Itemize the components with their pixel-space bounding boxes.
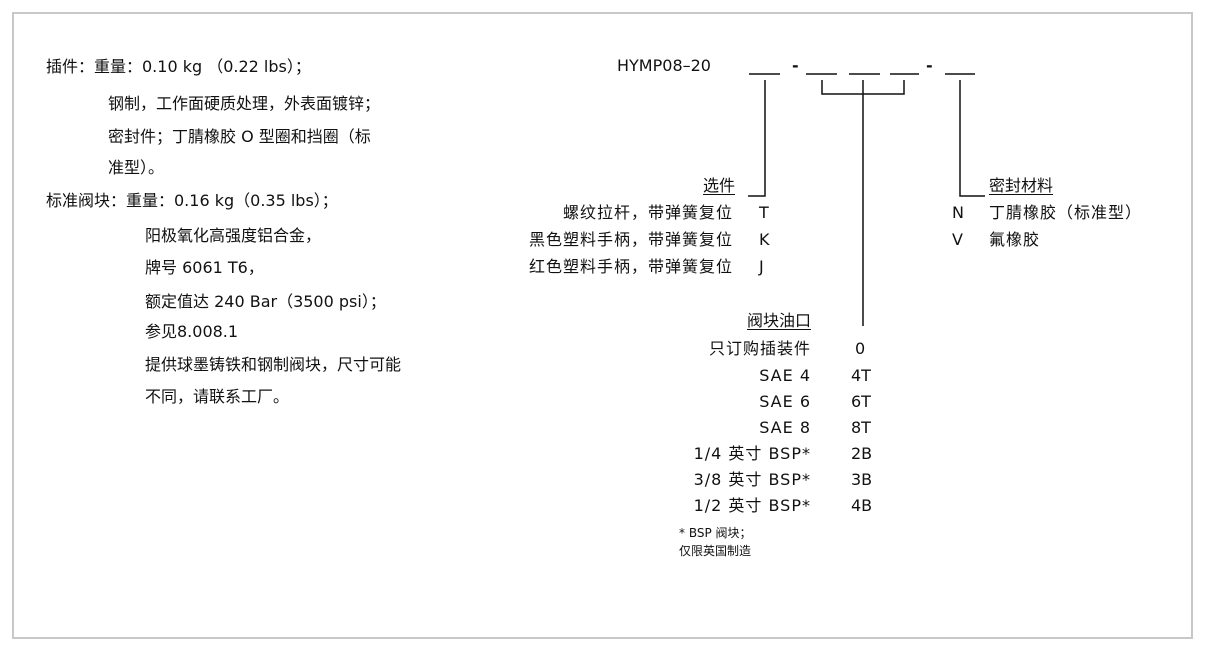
- option-code-j: J: [759, 257, 764, 276]
- seal-code-v: V: [952, 230, 963, 249]
- port-label-8t: SAE 8: [759, 418, 811, 437]
- port-code-3b: 3B: [851, 470, 873, 489]
- page-frame: [12, 12, 1193, 639]
- port-label-2b: 1/4 英寸 BSP*: [693, 444, 811, 463]
- block-spec-line6: 提供球墨铸铁和钢制阀块，尺寸可能: [145, 355, 402, 374]
- block-spec-line1: 标准阀块：重量：0.16 kg（0.35 lbs）；: [46, 191, 338, 210]
- ports-header: 阀块油口: [746, 311, 811, 330]
- port-code-6t: 6T: [851, 392, 871, 411]
- insert-spec-line4: 准型）。: [108, 158, 165, 177]
- seal-header: 密封材料: [989, 176, 1054, 195]
- bsp-note-line1: * BSP 阀块；: [679, 526, 752, 540]
- insert-spec-line3: 密封件；丁腈橡胶 O 型圈和挡圈（标: [108, 127, 371, 146]
- model-dash-1: -: [792, 56, 799, 75]
- port-label-3b: 3/8 英寸 BSP*: [693, 470, 811, 489]
- block-spec-line3: 牌号 6061 T6，: [145, 258, 264, 277]
- port-code-0: 0: [855, 339, 866, 358]
- option-leader: [748, 80, 766, 197]
- model-code: HYMP08–20: [617, 56, 711, 75]
- port-code-4b: 4B: [851, 496, 873, 515]
- block-spec-line2: 阳极氧化高强度铝合金，: [145, 226, 322, 245]
- block-spec-line4: 额定值达 240 Bar（3500 psi）；: [145, 292, 386, 311]
- option-code-t: T: [759, 203, 769, 222]
- port-code-8t: 8T: [851, 418, 871, 437]
- port-label-4t: SAE 4: [759, 366, 811, 385]
- option-label-j: 红色塑料手柄，带弹簧复位: [528, 257, 733, 276]
- seal-code-n: N: [952, 203, 964, 222]
- block-spec-line5: 参见8.008.1: [145, 322, 239, 341]
- model-dash-2: -: [926, 56, 933, 75]
- port-label-0: 只订购插装件: [708, 339, 811, 358]
- port-label-4b: 1/2 英寸 BSP*: [693, 496, 811, 515]
- options-header: 选件: [702, 176, 735, 195]
- port-label-6t: SAE 6: [759, 392, 811, 411]
- option-code-k: K: [759, 230, 770, 249]
- port-code-2b: 2B: [851, 444, 873, 463]
- insert-spec-line1: 插件：重量：0.10 kg （0.22 lbs）；: [46, 57, 311, 76]
- option-label-k: 黑色塑料手柄，带弹簧复位: [528, 230, 733, 249]
- block-spec-line7: 不同，请联系工厂。: [145, 387, 290, 406]
- port-code-4t: 4T: [851, 366, 871, 385]
- seal-leader: [959, 80, 985, 197]
- seal-label-n: 丁腈橡胶（标准型）: [989, 203, 1143, 222]
- seal-label-v: 氟橡胶: [989, 230, 1041, 249]
- option-label-t: 螺纹拉杆，带弹簧复位: [562, 203, 733, 222]
- bsp-note-line2: 仅限英国制造: [679, 544, 752, 558]
- insert-spec-line2: 钢制，工作面硬质处理，外表面镀锌；: [108, 94, 381, 113]
